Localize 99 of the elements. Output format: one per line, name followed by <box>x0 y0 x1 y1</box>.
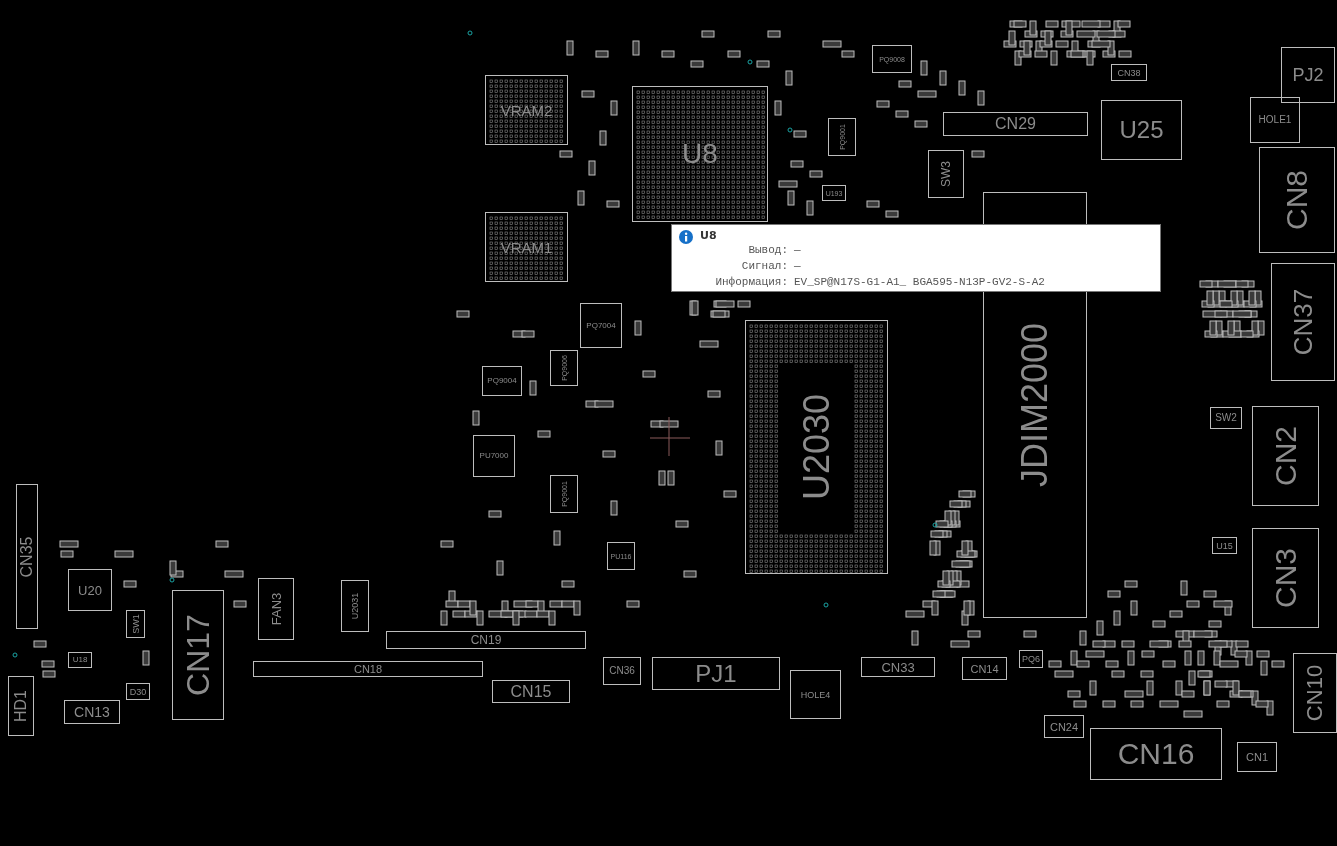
component-outline <box>473 435 515 477</box>
component-outline <box>580 303 622 348</box>
component-label: PQ7004 <box>586 321 616 330</box>
component-outline <box>928 150 964 198</box>
component-label: CN8 <box>1282 170 1312 230</box>
component-outline <box>790 670 841 719</box>
component-outline <box>943 112 1088 136</box>
component-label: CN24 <box>1049 721 1079 732</box>
component-outline <box>550 475 578 513</box>
component-outline <box>1293 653 1337 733</box>
component-outline <box>828 118 856 156</box>
tooltip-title: U8 <box>700 229 717 242</box>
component-label: SW2 <box>1215 413 1237 423</box>
component-label: CN16 <box>1117 739 1195 769</box>
component-label: U18 <box>72 656 88 664</box>
component-label: U15 <box>1216 541 1233 550</box>
component-label: CN37 <box>1290 288 1316 356</box>
field-value: EV_SP@N17S-G1-A1_ BGA595-N13P-GV2-S-A2 <box>794 276 1045 288</box>
component-outline <box>68 652 92 668</box>
component-label: CN36 <box>609 666 635 676</box>
component-outline <box>1212 537 1237 554</box>
component-label: CN14 <box>970 663 999 674</box>
component-label: SW1 <box>131 614 140 634</box>
component-outline <box>482 366 522 396</box>
component-outline <box>485 75 568 145</box>
component-outline <box>8 676 34 736</box>
component-outline <box>253 661 483 677</box>
component-outline <box>1101 100 1182 160</box>
component-outline <box>386 631 586 649</box>
info-tooltip <box>671 224 1161 292</box>
component-label: U20 <box>78 583 102 597</box>
component-label: U2031 <box>350 592 360 620</box>
component-outline <box>68 569 112 611</box>
component-label: JDIM2000 <box>1017 322 1053 488</box>
component-outline <box>1259 147 1335 253</box>
component-label: CN38 <box>1117 68 1141 77</box>
component-outline <box>550 350 578 386</box>
component-label: SW3 <box>940 161 952 187</box>
component-label: CN35 <box>19 536 35 577</box>
component-label: CN29 <box>995 116 1036 132</box>
component-label: CN3 <box>1270 548 1301 608</box>
component-label: PQ9004 <box>487 377 517 385</box>
field-label: Информация: <box>715 276 788 288</box>
component-outline <box>1090 728 1222 780</box>
component-outline <box>1252 406 1319 506</box>
field-label: Сигнал: <box>741 260 788 272</box>
field-value: — <box>794 244 801 256</box>
component-outline <box>341 580 369 632</box>
component-label: VRAM1 <box>500 239 553 255</box>
component-label: VRAM2 <box>500 102 553 118</box>
component-label: CN19 <box>470 634 502 646</box>
component-label: CN17 <box>182 614 214 696</box>
component-outline <box>1250 97 1300 143</box>
component-outline <box>1271 263 1335 381</box>
component-label: U8 <box>682 140 718 168</box>
component-outline <box>745 320 888 574</box>
component-label: U2030 <box>798 393 835 501</box>
component-outline <box>872 45 912 73</box>
component-label: D30 <box>129 687 147 696</box>
component-label: U25 <box>1119 118 1164 142</box>
component-outline <box>172 590 224 720</box>
component-label: CN1 <box>1246 751 1268 763</box>
component-label: PQ6 <box>1022 654 1040 664</box>
component-outline <box>603 657 641 685</box>
component-outline <box>1210 407 1242 429</box>
component-label: HD1 <box>13 690 29 722</box>
component-outline <box>861 657 935 677</box>
component-outline <box>1252 528 1319 628</box>
component-outline <box>632 86 768 222</box>
component-outline <box>1044 715 1084 738</box>
component-outline <box>258 578 294 640</box>
component-outline <box>126 610 145 638</box>
component-outline <box>1237 742 1277 772</box>
component-label: CN2 <box>1270 426 1301 486</box>
component-outline <box>962 657 1007 680</box>
component-outline <box>126 683 150 700</box>
component-outline <box>1281 47 1335 103</box>
component-label: PJ1 <box>695 661 737 686</box>
component-label: CN10 <box>1304 664 1326 722</box>
component-label: PJ2 <box>1292 66 1324 84</box>
component-label: CN33 <box>881 660 915 674</box>
field-label: Вывод: <box>748 244 788 256</box>
component-outline <box>822 185 846 201</box>
field-value: — <box>794 260 801 272</box>
component-label: FAN3 <box>269 592 283 626</box>
component-outline <box>16 484 38 629</box>
component-label: CN18 <box>353 663 383 675</box>
component-outline <box>1111 64 1147 81</box>
component-outline <box>652 657 780 690</box>
component-outline <box>1019 650 1043 668</box>
component-label: CN15 <box>510 683 552 700</box>
component-label: HOLE1 <box>1258 115 1292 125</box>
component-outline <box>492 680 570 703</box>
component-label: PU7000 <box>479 452 509 460</box>
component-label: CN13 <box>74 705 110 719</box>
component-outline <box>607 542 635 570</box>
component-label: HOLE4 <box>800 690 831 699</box>
component-outline <box>485 212 568 282</box>
component-outline <box>64 700 120 724</box>
